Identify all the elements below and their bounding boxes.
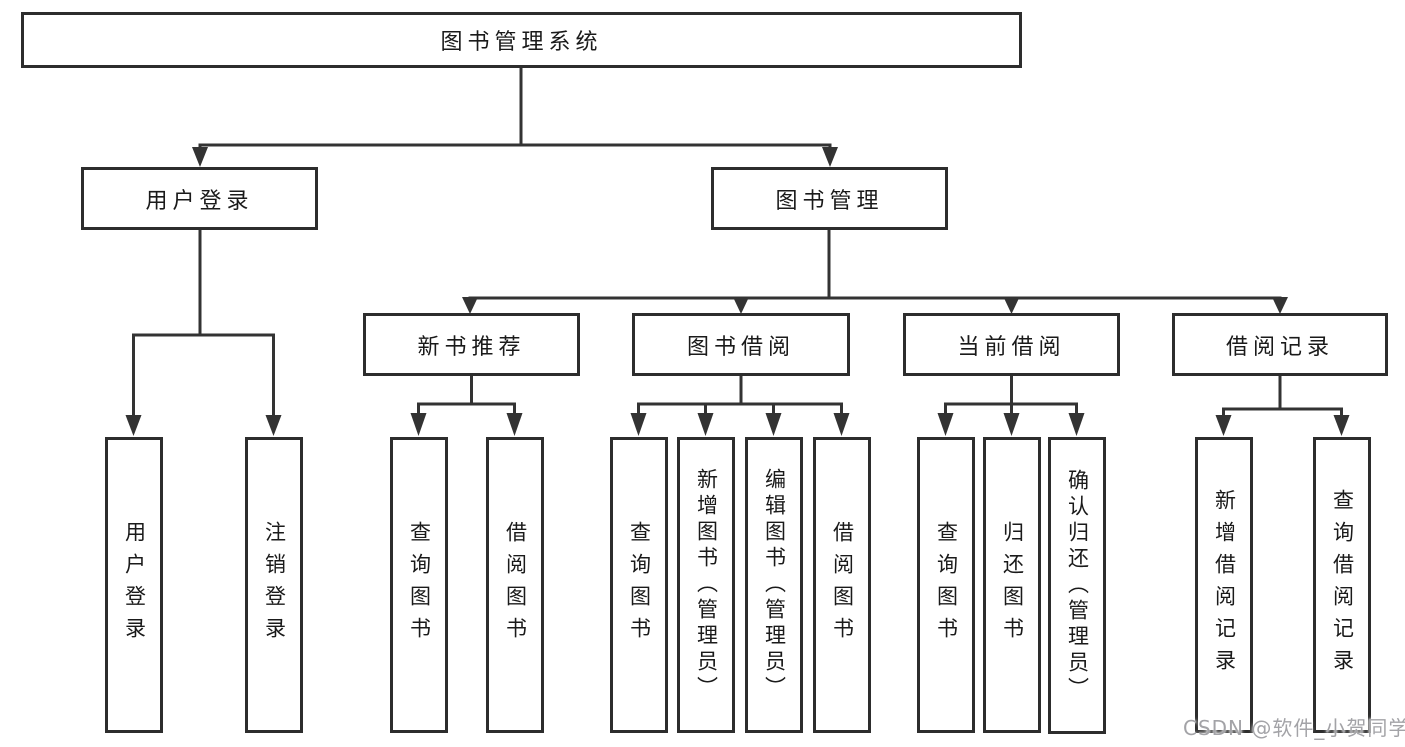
leaf-borrow-borrow-books-label: 借阅图书 — [830, 521, 855, 649]
connector-root-to-level2 — [192, 66, 838, 167]
leaf-newbook-query-books-label: 查询图书 — [407, 521, 432, 649]
leaf-logout: 注销登录 — [245, 437, 303, 733]
node-current-borrow-label: 当前借阅 — [957, 334, 1066, 360]
leaf-newbook-borrow-books-label: 借阅图书 — [503, 521, 528, 649]
leaf-edit-books-admin-label: 编辑图书（管理员） — [762, 468, 787, 702]
node-user-login-label: 用户登录 — [145, 188, 254, 214]
csdn-watermark: CSDN @软件_小贺同学 — [1183, 716, 1405, 740]
leaf-confirm-return-admin-label: 确认归还（管理员） — [1065, 468, 1090, 703]
leaf-query-borrow-record: 查询借阅记录 — [1313, 437, 1371, 733]
leaf-add-books-admin: 新增图书（管理员） — [677, 437, 735, 733]
connector-borrowrecord-to-leaves — [1215, 374, 1350, 436]
leaf-user-login-label: 用户登录 — [122, 521, 147, 649]
node-book-management: 图书管理 — [711, 167, 948, 230]
leaf-logout-label: 注销登录 — [262, 521, 287, 649]
leaf-return-books: 归还图书 — [983, 437, 1041, 733]
leaf-add-borrow-record: 新增借阅记录 — [1195, 437, 1253, 733]
node-book-borrow-label: 图书借阅 — [686, 334, 795, 360]
leaf-newbook-query-books: 查询图书 — [390, 437, 448, 733]
node-root-label: 图书管理系统 — [440, 30, 603, 55]
leaf-borrow-borrow-books: 借阅图书 — [813, 437, 871, 733]
leaf-user-login: 用户登录 — [105, 437, 163, 733]
connector-currentborrow-to-leaves — [937, 374, 1085, 436]
node-borrow-record: 借阅记录 — [1172, 313, 1388, 376]
leaf-current-query-books-label: 查询图书 — [934, 521, 959, 649]
leaf-edit-books-admin: 编辑图书（管理员） — [745, 437, 803, 733]
leaf-confirm-return-admin: 确认归还（管理员） — [1048, 437, 1106, 734]
connector-bookborrow-to-leaves — [630, 374, 850, 436]
connector-userlogin-to-leaves — [125, 228, 282, 436]
leaf-return-books-label: 归还图书 — [1000, 521, 1025, 649]
leaf-borrow-query-books-label: 查询图书 — [627, 521, 652, 649]
leaf-newbook-borrow-books: 借阅图书 — [486, 437, 544, 733]
leaf-borrow-query-books: 查询图书 — [610, 437, 668, 733]
node-user-login: 用户登录 — [81, 167, 318, 230]
connector-bookmgmt-to-level3 — [462, 228, 1288, 314]
leaf-add-borrow-record-label: 新增借阅记录 — [1212, 489, 1237, 681]
node-borrow-record-label: 借阅记录 — [1225, 334, 1334, 360]
node-book-management-label: 图书管理 — [775, 188, 884, 214]
node-new-book-recommend: 新书推荐 — [363, 313, 580, 376]
leaf-current-query-books: 查询图书 — [917, 437, 975, 733]
node-book-borrow: 图书借阅 — [632, 313, 850, 376]
node-current-borrow: 当前借阅 — [903, 313, 1120, 376]
node-root: 图书管理系统 — [21, 12, 1022, 68]
node-new-book-recommend-label: 新书推荐 — [417, 334, 526, 360]
leaf-add-books-admin-label: 新增图书（管理员） — [694, 468, 719, 702]
leaf-query-borrow-record-label: 查询借阅记录 — [1330, 489, 1355, 681]
connector-newbook-to-leaves — [410, 374, 523, 436]
